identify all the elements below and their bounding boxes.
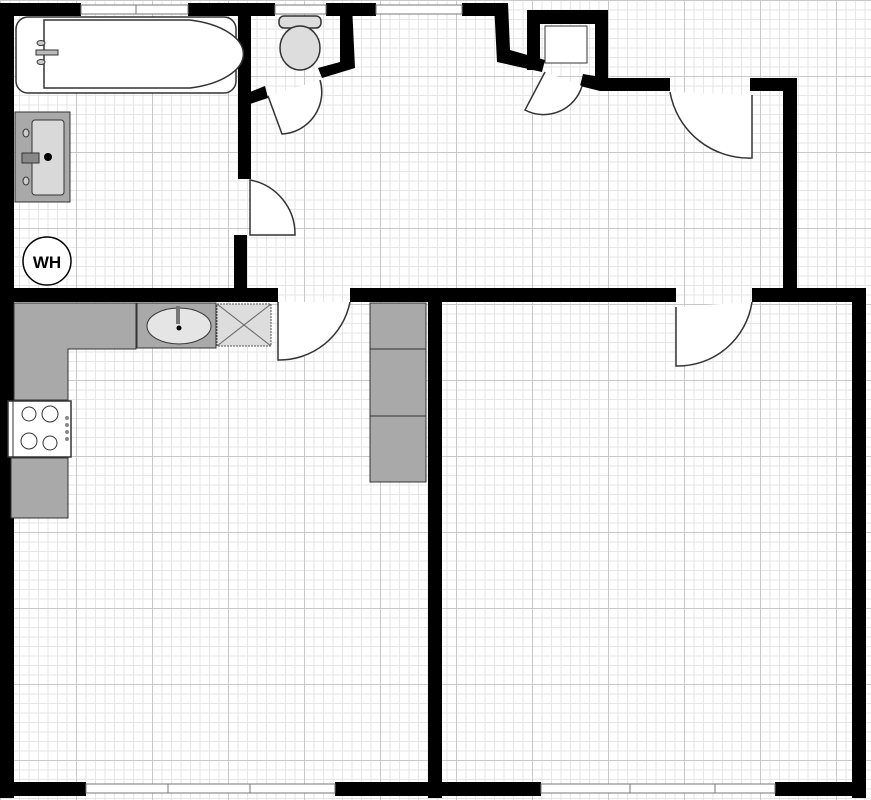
counter-right [369,302,427,350]
door-kitchen [277,301,351,361]
door-hall-right [669,91,753,159]
wall-closet [527,10,670,91]
faucet-icon [35,49,59,56]
windows [80,4,776,794]
wall-toilet [318,5,355,78]
bathroom-sink [14,111,71,203]
door-bath [249,179,296,236]
wall-bath-divider-lower [234,235,247,291]
water-heater: WH [22,236,72,286]
counter [10,457,69,519]
wall-mid-2 [350,288,676,302]
wall-center-vertical [428,288,442,798]
wall-bottom-2 [335,782,541,796]
window [85,783,336,794]
doors [249,71,753,367]
wall-bottom-1 [0,782,86,796]
window [375,4,463,15]
wall-top-2 [188,3,275,16]
kitchen-counters [10,302,427,519]
wall-angled-top [494,3,545,72]
wall-bottom-3 [775,782,866,796]
wall-right-outer [852,288,866,798]
window [540,783,776,794]
bathtub [15,16,245,94]
stove [7,400,72,458]
dishwasher [216,303,272,347]
water-heater-label: WH [33,253,61,272]
door-toilet [267,79,323,135]
window [274,4,327,15]
wall-top-1 [0,3,81,16]
wall-mid-3 [752,288,866,302]
wall-right-upper [783,78,797,300]
toilet [278,15,322,71]
window [80,4,189,15]
counter-right [369,415,427,483]
wall-mid-1 [0,288,278,302]
wall-bath-divider-upper [238,15,251,179]
wall-left-outer [0,3,14,798]
counter-right [369,348,427,417]
closet-box [544,25,588,64]
door-closet [523,71,583,116]
door-room-right [675,301,753,367]
counter-l-shape [13,302,137,401]
wall-bath-stub [250,86,268,104]
